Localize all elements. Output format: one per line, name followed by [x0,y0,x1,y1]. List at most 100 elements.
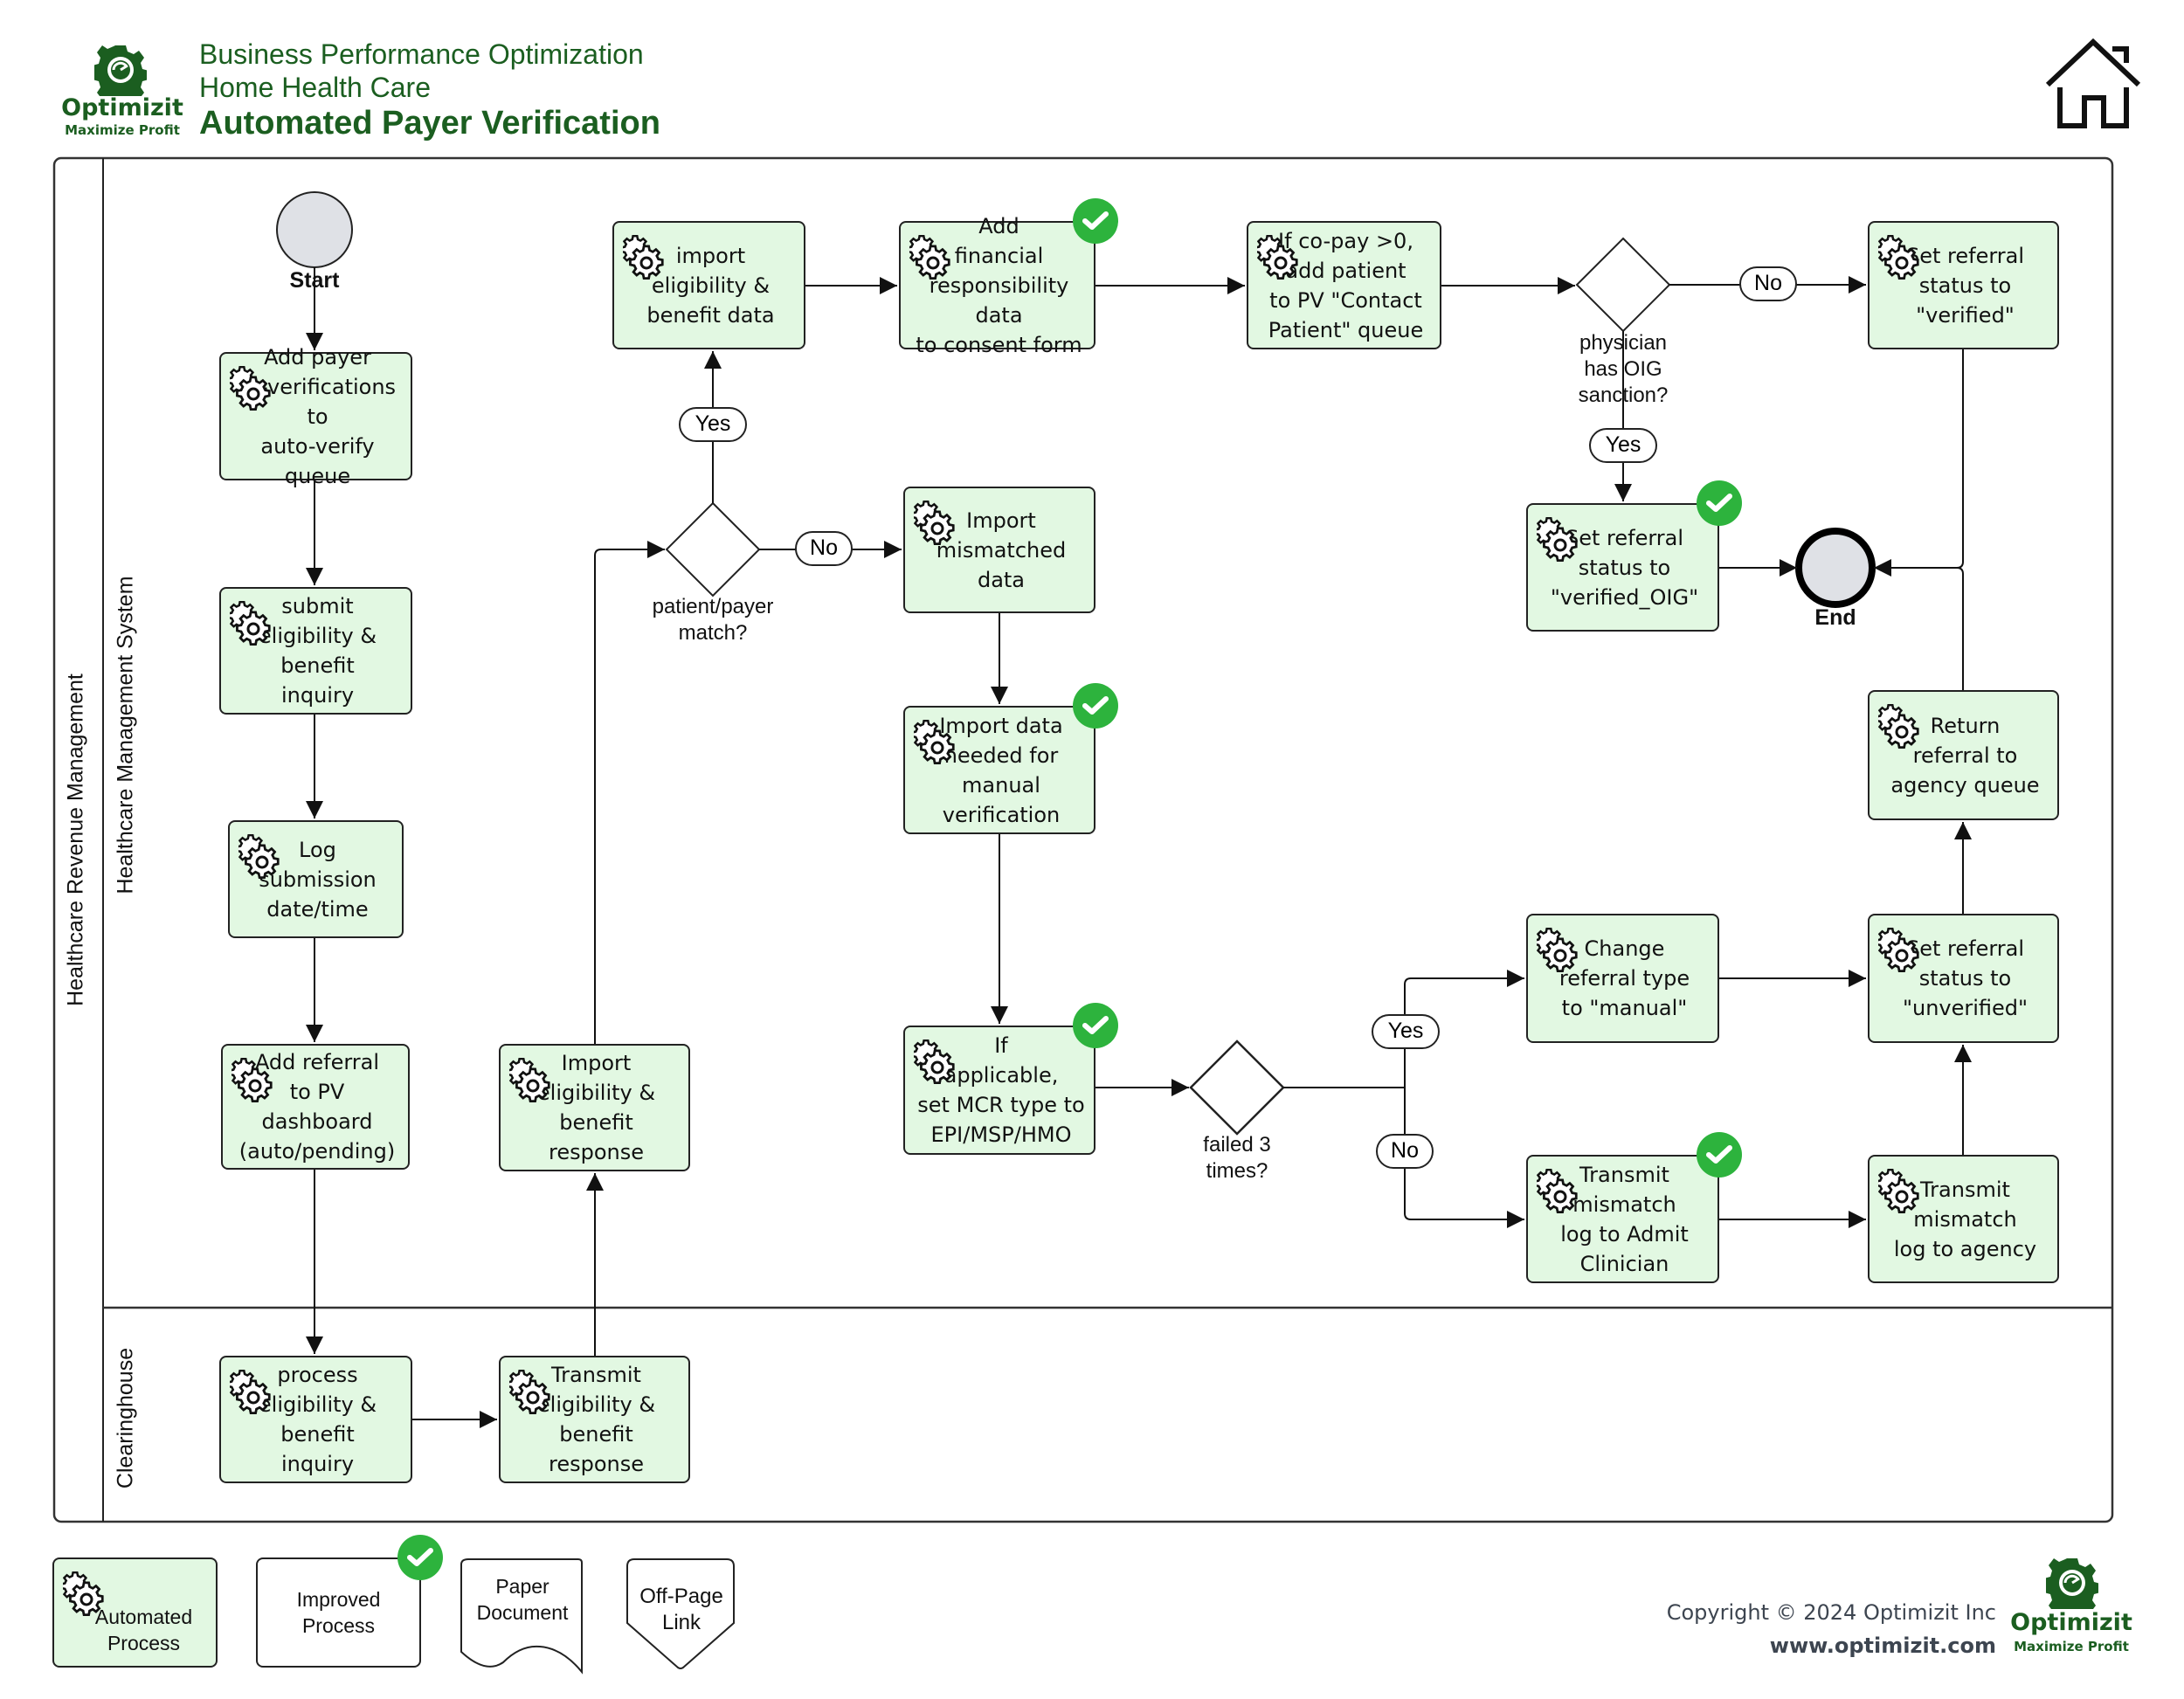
check-icon [397,1535,443,1580]
task-return-referral[interactable]: Return referral to agency queue [1868,690,2059,820]
check-icon [1073,198,1118,244]
task-label: Change referral type to "manual" [1559,936,1690,1020]
task-set-mcr-type[interactable]: If applicable, set MCR type to EPI/MSP/H… [903,1026,1095,1155]
task-set-unverified[interactable]: Set referral status to "unverified" [1868,914,2059,1043]
task-copay-queue[interactable]: If co-pay >0, add patient to PV "Contact… [1247,221,1441,349]
task-import-benefit-data[interactable]: import eligibility & benefit data [612,221,805,349]
gear-icon [232,1058,279,1105]
task-transmit-admit[interactable]: Transmit mismatch log to Admit Clinician [1526,1155,1719,1283]
brand-logo: Optimizit Maximize Profit [54,42,185,142]
task-set-verified-oig[interactable]: Set referral status to "verified_OIG" [1526,503,1719,632]
end-label: End [1814,605,1856,630]
task-change-referral-type[interactable]: Change referral type to "manual" [1526,914,1719,1043]
optimizit-gear-logo-icon [2046,1558,2098,1609]
gateway-oig-sanction [1575,237,1671,333]
legend-improved-label: Improved Process [296,1588,381,1637]
home-icon[interactable] [2044,37,2140,133]
gear-icon [1537,1169,1584,1216]
gear-icon [1878,928,1925,975]
gear-icon [238,834,286,881]
check-icon [1697,480,1742,526]
legend-improved: Improved Process [256,1557,421,1668]
task-add-referral[interactable]: Add referral to PV dashboard (auto/pendi… [221,1044,410,1170]
flow-return-to-end [1956,567,1964,690]
gear-icon [1878,704,1925,751]
task-process-inquiry[interactable]: process eligibility & benefit inquiry [219,1356,412,1483]
lane-label-clearinghouse: Clearinghouse [113,1347,138,1489]
task-label: Log submission date/time [259,837,377,922]
lane-label-hms: Healthcare Management System [113,576,138,894]
header-subtitle-2: Home Health Care [199,72,431,103]
logo-tagline: Maximize Profit [65,122,180,138]
end-event [1795,528,1876,608]
gear-icon [230,1370,277,1417]
task-add-payer[interactable]: Add payer re-verifications to auto-verif… [219,345,412,488]
task-label: Add financial responsibility data to con… [916,213,1082,357]
gateway-failed-no: No [1376,1134,1434,1169]
task-label: Add referral to PV dashboard (auto/pendi… [238,1050,396,1164]
gear-icon [1257,235,1304,282]
task-label: Add payer re-verifications to auto-verif… [238,344,397,488]
footer-copyright: Copyright © 2024 Optimizit Inc [1666,1600,1996,1625]
gateway-patient-match-label: patient/payer match? [652,595,774,645]
task-label: Transmit mismatch log to Admit Clinician [1560,1162,1689,1276]
legend-offpage-link-shape [626,1558,735,1669]
flow-import-to-match-gateway [594,541,665,1044]
task-label: Import data needed for manual verificati… [939,713,1063,827]
task-submit-inquiry[interactable]: submit eligibility & benefit inquiry [219,587,412,715]
task-label: import eligibility & benefit data [646,243,775,328]
footer-logo-name: Optimizit [2010,1609,2132,1636]
logo-name: Optimizit [61,94,183,121]
check-icon [1697,1132,1742,1178]
optimizit-gear-logo-icon [94,45,147,96]
task-label: Return referral to agency queue [1890,713,2040,798]
flow-verified-to-end [1874,349,1964,577]
task-transmit-response[interactable]: Transmit eligibility & benefit response [499,1356,690,1483]
legend-automated-label: Automated Process [94,1606,193,1654]
gear-icon [63,1571,110,1619]
task-label: Set referral status to "verified" [1905,243,2025,328]
gear-icon [914,720,961,767]
task-import-mismatched[interactable]: Import mismatched data [903,487,1095,613]
pool-label: Healthcare Revenue Management [63,673,88,1006]
gateway-patient-match [665,501,761,597]
gateway-oig-label: physician has OIG sanction? [1578,331,1669,407]
gear-icon [623,235,670,282]
task-log-submission[interactable]: Log submission date/time [228,820,404,938]
gear-icon [230,366,277,413]
start-event [276,191,353,268]
footer-logo: Optimizit Maximize Profit [2006,1555,2137,1660]
task-label: Transmit eligibility & benefit response [536,1363,656,1476]
task-set-verified[interactable]: Set referral status to "verified" [1868,221,2059,349]
start-label: Start [289,268,340,293]
task-label: process eligibility & benefit inquiry [258,1363,377,1476]
gateway-failed-label: failed 3 times? [1203,1133,1271,1183]
task-import-response[interactable]: Import eligibility & benefit response [499,1044,690,1171]
gear-icon [914,501,961,548]
footer-website[interactable]: www.optimizit.com [1769,1633,1996,1658]
task-add-financial[interactable]: Add financial responsibility data to con… [899,214,1095,357]
gear-icon [1878,1169,1925,1216]
flow-failed-no [1404,1088,1524,1228]
gear-icon [909,235,957,282]
task-label: Import mismatched data [936,508,1067,592]
task-label: If co-pay >0, add patient to PV "Contact… [1268,228,1424,342]
page-title: Automated Payer Verification [199,105,660,142]
flow-failed-yes [1283,970,1524,1088]
footer-logo-tagline: Maximize Profit [2014,1639,2129,1654]
task-transmit-agency[interactable]: Transmit mismatch log to agency [1868,1155,2059,1283]
gateway-oig-yes: Yes [1589,428,1657,463]
gateway-failed-three [1189,1039,1285,1136]
gear-icon [509,1370,556,1417]
task-label: submit eligibility & benefit inquiry [258,594,377,708]
task-label: Transmit mismatch log to agency [1893,1177,2037,1261]
gateway-oig-no: No [1739,266,1797,301]
task-import-manual[interactable]: Import data needed for manual verificati… [903,706,1095,834]
legend-offpage-label: Off-Page Link [639,1585,723,1634]
header-subtitle-1: Business Performance Optimization [199,38,644,70]
legend-paper-document-shape [460,1558,583,1675]
gear-icon [1878,235,1925,282]
check-icon [1073,683,1118,729]
gear-icon [509,1058,556,1105]
